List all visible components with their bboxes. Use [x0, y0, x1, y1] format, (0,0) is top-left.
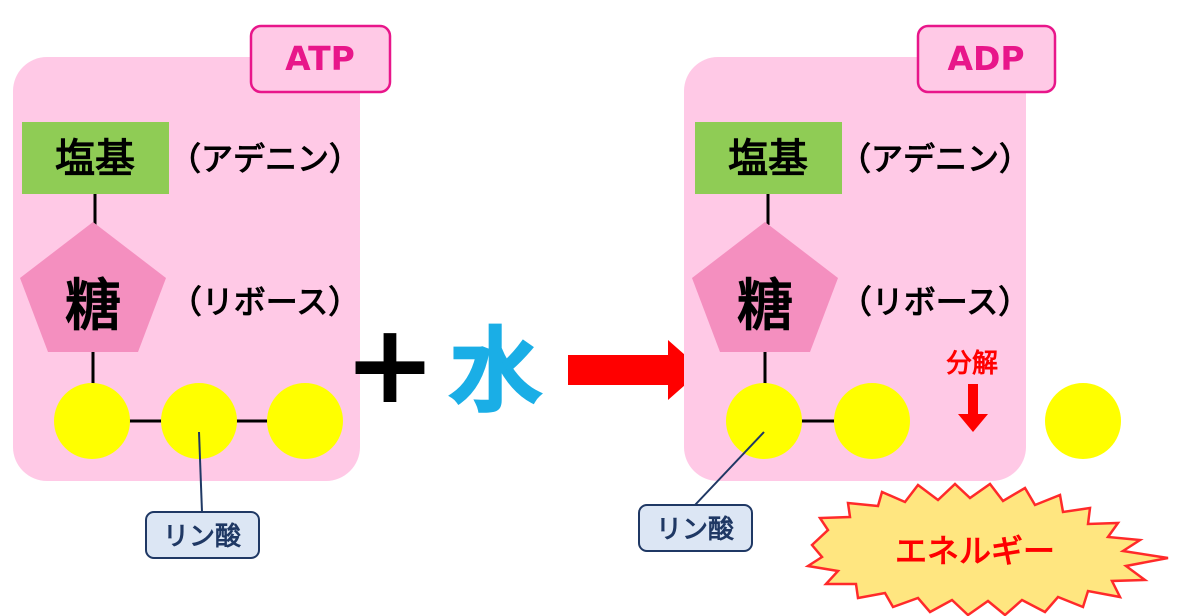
- atp-phosphate-pointer: [198, 431, 203, 513]
- energy-label: エネルギー: [895, 532, 1055, 570]
- reaction-arrow: [568, 340, 702, 400]
- atp-base-box: [22, 122, 169, 194]
- adp-base-box: [695, 122, 842, 194]
- adp-sugar-pentagon: [692, 222, 838, 352]
- energy-burst: エネルギー: [804, 482, 1169, 616]
- atp-title-box: [249, 24, 392, 94]
- energy-burst-shape: [804, 482, 1169, 616]
- atp-sugar-label: 糖: [65, 274, 121, 339]
- atp-sugar-pentagon: [20, 222, 166, 352]
- adp-title-box: [916, 24, 1057, 94]
- adp-sugar-name: （リボース）: [840, 283, 1030, 321]
- atp-title: ATP: [285, 39, 355, 78]
- atp-phosphate-label: リン酸: [163, 522, 242, 552]
- atp-phosphate-label-box: [145, 511, 260, 559]
- adp-base-label: 塩基: [728, 136, 808, 182]
- atp-sugar-name: （リボース）: [170, 283, 360, 321]
- decompose-label: 分解: [946, 349, 998, 379]
- plus-sign: +: [344, 300, 436, 428]
- adp-base-name: （アデニン）: [839, 140, 1031, 178]
- atp-phosphate-3: [267, 383, 343, 459]
- atp-base-label: 塩基: [55, 136, 135, 182]
- adp-phosphate-1: [726, 383, 802, 459]
- adp-phosphate-label: リン酸: [656, 515, 735, 545]
- adp-phosphate-pointer: [694, 431, 765, 506]
- decompose-arrow: [958, 384, 988, 432]
- atp-phosphate-1: [54, 383, 130, 459]
- adp-molecule: ADP 塩基 （アデニン） 糖 （リボース） 分解 リン酸: [638, 24, 1057, 552]
- released-phosphate: [1045, 383, 1121, 459]
- atp-base-name: （アデニン）: [169, 140, 361, 178]
- adp-title: ADP: [947, 39, 1024, 78]
- adp-sugar-label: 糖: [737, 274, 793, 339]
- water-label: 水: [450, 319, 541, 424]
- atp-molecule: ATP 塩基 （アデニン） 糖 （リボース） リン酸: [13, 24, 392, 559]
- adp-phosphate-2: [834, 383, 910, 459]
- adp-phosphate-label-box: [638, 504, 753, 552]
- atp-phosphate-2: [161, 383, 237, 459]
